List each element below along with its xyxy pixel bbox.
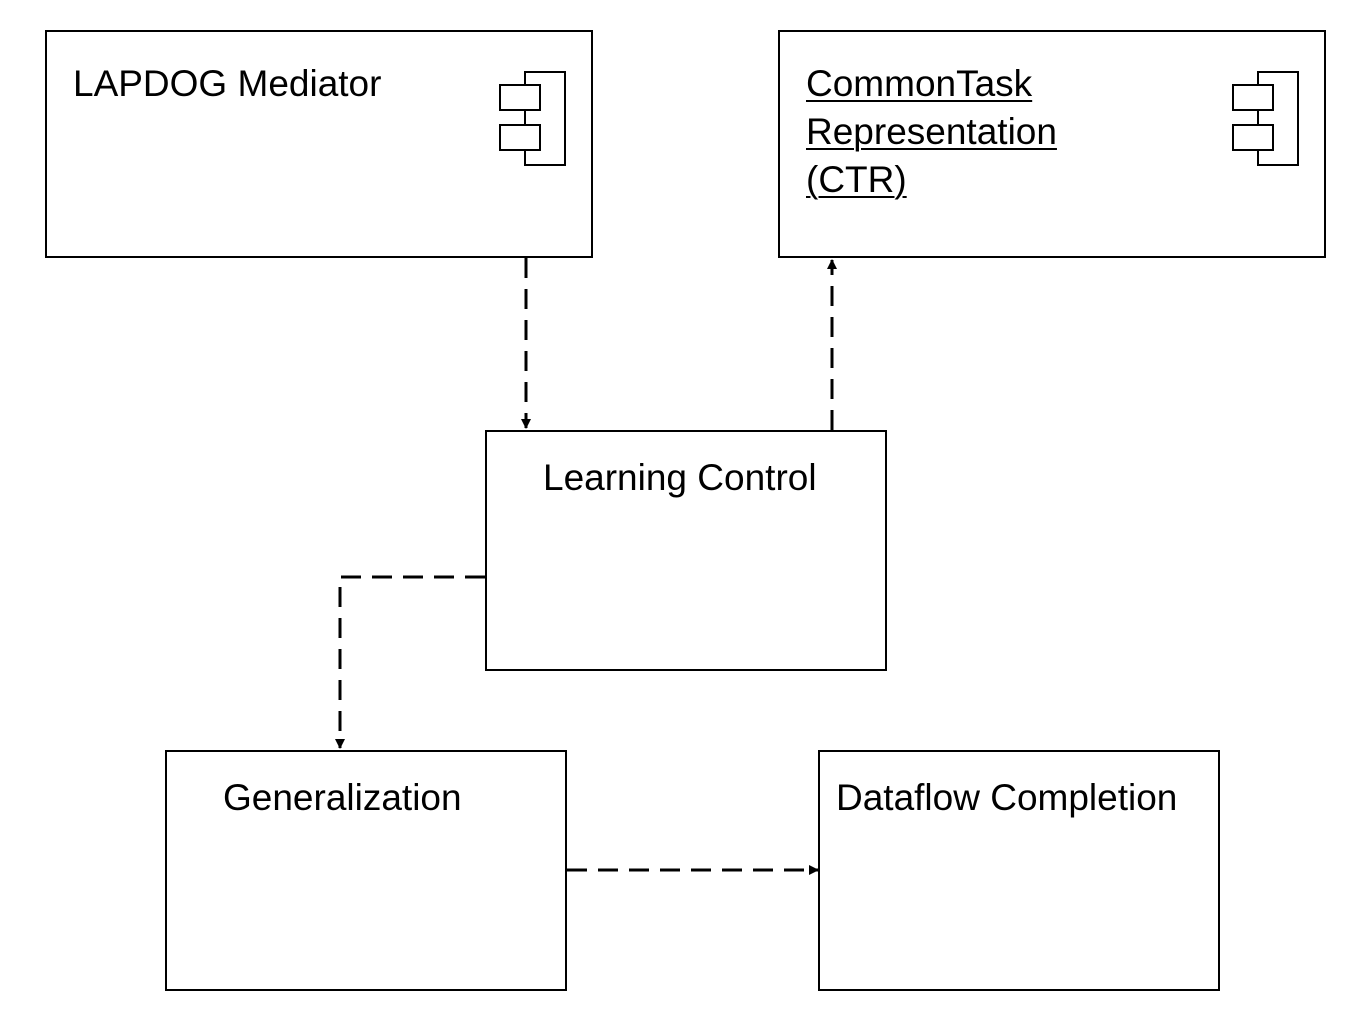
dataflow-completion-label: Dataflow Completion <box>836 777 1178 818</box>
ctr-label-line-2: Representation <box>806 111 1057 152</box>
connector-learning-to-generalization <box>335 575 485 749</box>
ctr-label-line-1: CommonTask <box>806 63 1033 104</box>
generalization-label: Generalization <box>223 777 462 818</box>
generalization-box[interactable]: Generalization <box>165 750 567 991</box>
learning-control-box[interactable]: Learning Control <box>485 430 887 671</box>
learning-control-label: Learning Control <box>543 457 817 498</box>
ctr-label-line-3: (CTR) <box>806 159 907 200</box>
lapdog-mediator-box[interactable]: LAPDOG Mediator <box>45 30 593 258</box>
lapdog-mediator-label: LAPDOG Mediator <box>73 63 382 104</box>
uml-component-icon <box>1232 71 1299 166</box>
dataflow-completion-box[interactable]: Dataflow Completion <box>818 750 1220 991</box>
uml-component-icon <box>499 71 566 166</box>
ctr-box[interactable]: CommonTask Representation (CTR) <box>778 30 1326 258</box>
